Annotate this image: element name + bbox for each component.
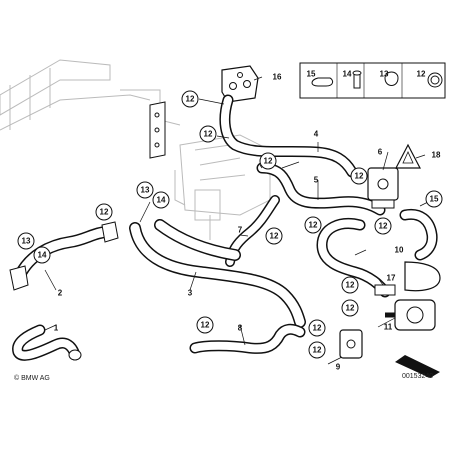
svg-text:12: 12 bbox=[313, 324, 322, 333]
callout-14: 14 bbox=[152, 191, 170, 209]
callout-12: 12 bbox=[341, 276, 359, 294]
hose-1 bbox=[12, 324, 82, 361]
callout-12: 12 bbox=[196, 316, 214, 334]
callout-12: 12 bbox=[304, 216, 322, 234]
svg-text:12: 12 bbox=[346, 281, 355, 290]
callout-12: 12 bbox=[350, 167, 368, 185]
valve-6 bbox=[367, 167, 399, 209]
part-17 bbox=[374, 261, 441, 296]
callout-13: 13 bbox=[380, 70, 389, 79]
svg-text:12: 12 bbox=[313, 346, 322, 355]
svg-text:12: 12 bbox=[309, 221, 318, 230]
callout-12: 12 bbox=[199, 125, 217, 143]
svg-text:15: 15 bbox=[430, 195, 439, 204]
callout-12: 12 bbox=[308, 341, 326, 359]
hose-4 bbox=[219, 94, 358, 178]
callout-1: 1 bbox=[54, 324, 59, 333]
svg-text:13: 13 bbox=[141, 186, 150, 195]
callout-12: 12 bbox=[181, 90, 199, 108]
callout-2: 2 bbox=[58, 289, 63, 298]
bracket-16 bbox=[221, 65, 259, 103]
callout-12: 12 bbox=[374, 217, 392, 235]
callout-15: 15 bbox=[307, 70, 316, 79]
svg-text:12: 12 bbox=[100, 208, 109, 217]
callout-4: 4 bbox=[314, 130, 319, 139]
callout-18: 18 bbox=[432, 151, 441, 160]
hose-5 bbox=[256, 162, 386, 216]
warning-triangle-18 bbox=[395, 143, 421, 169]
callout-10: 10 bbox=[395, 246, 404, 255]
brand-copyright: © BMW AG bbox=[14, 374, 50, 382]
svg-text:12: 12 bbox=[201, 321, 210, 330]
callout-9: 9 bbox=[336, 363, 341, 372]
callout-12: 12 bbox=[308, 319, 326, 337]
svg-text:12: 12 bbox=[379, 222, 388, 231]
callout-14: 14 bbox=[343, 70, 352, 79]
callout-6: 6 bbox=[378, 148, 383, 157]
svg-text:14: 14 bbox=[157, 196, 166, 205]
small-parts-legend bbox=[299, 62, 446, 99]
callout-3: 3 bbox=[188, 289, 193, 298]
callout-12: 12 bbox=[341, 299, 359, 317]
callout-12: 12 bbox=[259, 152, 277, 170]
callout-13: 13 bbox=[136, 181, 154, 199]
callout-14: 14 bbox=[33, 246, 51, 264]
document-number: 00153240 bbox=[402, 373, 433, 380]
hose-8 bbox=[189, 323, 306, 354]
valve-9 bbox=[339, 329, 363, 359]
callouts: 12 12 12 12 12 12 12 12 12 12 12 12 12 1… bbox=[17, 70, 443, 372]
svg-text:12: 12 bbox=[270, 232, 279, 241]
callout-16: 16 bbox=[273, 73, 282, 82]
svg-text:12: 12 bbox=[346, 304, 355, 313]
mount-bracket bbox=[149, 101, 166, 159]
callout-15: 15 bbox=[425, 190, 443, 208]
svg-text:12: 12 bbox=[204, 130, 213, 139]
svg-text:14: 14 bbox=[38, 251, 47, 260]
svg-text:13: 13 bbox=[22, 237, 31, 246]
callout-12: 12 bbox=[417, 70, 426, 79]
callout-13: 13 bbox=[17, 232, 35, 250]
callout-5: 5 bbox=[314, 176, 319, 185]
callout-11: 11 bbox=[384, 323, 393, 332]
pump-11 bbox=[385, 299, 436, 331]
callout-12: 12 bbox=[95, 203, 113, 221]
direction-arrow-icon bbox=[395, 355, 440, 378]
hose-2 bbox=[9, 221, 119, 291]
svg-text:12: 12 bbox=[355, 172, 364, 181]
hose-3 bbox=[129, 219, 306, 328]
svg-text:12: 12 bbox=[264, 157, 273, 166]
svg-text:12: 12 bbox=[186, 95, 195, 104]
callout-17: 17 bbox=[387, 274, 396, 283]
callout-7: 7 bbox=[238, 226, 243, 235]
callout-8: 8 bbox=[238, 324, 243, 333]
callout-12: 12 bbox=[265, 227, 283, 245]
leader-lines bbox=[44, 76, 435, 365]
hose-10 bbox=[316, 208, 438, 298]
